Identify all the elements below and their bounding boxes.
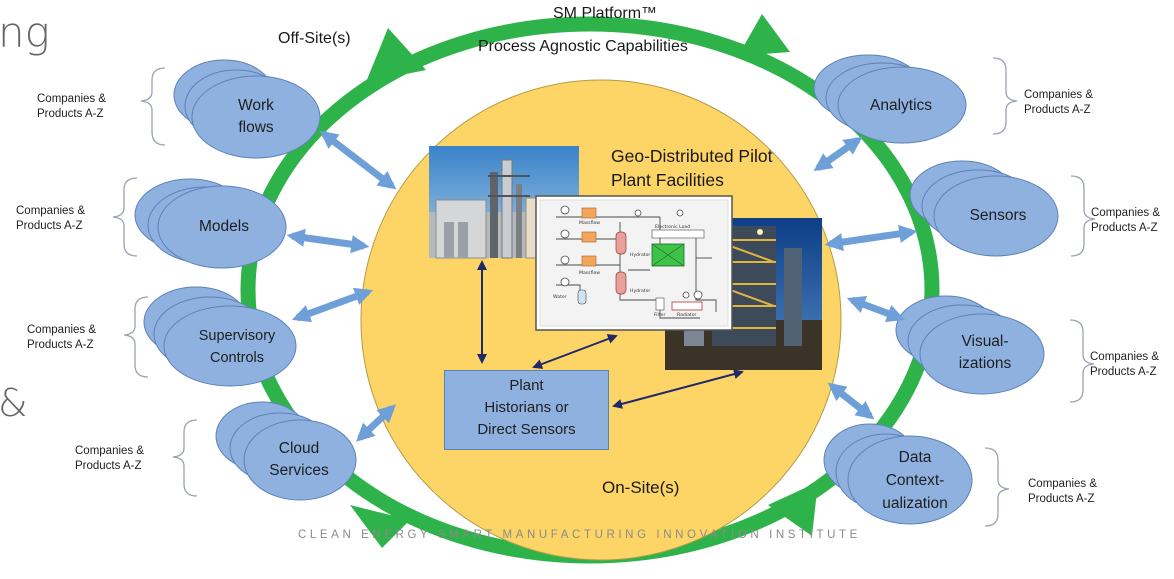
on-site-label: On-Site(s) [602,478,680,497]
schematic-label-radiator: Radiator [677,312,697,318]
schematic-label-filter: Filter [654,312,665,318]
off-site-label: Off-Site(s) [278,30,351,47]
data-contextualization-label: Data Context- ualization [865,446,965,515]
companies-line2: Products A-Z [1028,493,1095,505]
companies-caption-sensors: Companies & Products A-Z [1091,206,1160,236]
workflows-label-line1: Work [238,97,274,114]
schematic-label-hydrator-top: Hydrator [630,252,650,258]
companies-line1: Companies & [16,205,86,217]
node-supervisory-controls[interactable] [143,286,297,387]
context-label-line1: Data [898,449,932,466]
companies-caption-supervisory: Companies & Products A-Z [27,323,96,353]
node-visualizations[interactable] [895,295,1045,395]
center-title-line1: Geo-Distributed Pilot [611,146,773,166]
supervisory-controls-label: Supervisory Controls [182,325,292,369]
node-sensors[interactable] [909,160,1059,257]
supervisory-label-line1: Supervisory [198,328,276,344]
companies-line1: Companies & [1090,351,1160,363]
companies-caption-workflows: Companies & Products A-Z [37,92,106,122]
companies-line2: Products A-Z [16,220,83,232]
analytics-label: Analytics [856,95,946,117]
data-flow-arrows [477,260,744,409]
schematic-label-water: Water [553,294,567,300]
workflows-label: Work flows [216,95,296,139]
companies-line2: Products A-Z [27,339,94,351]
supervisory-label-line2: Controls [210,350,264,366]
companies-line2: Products A-Z [37,108,104,120]
cropped-heading-fragment: ng [0,8,50,57]
schematic-label-massflow-mid: Massflow [579,270,600,276]
schematic-label-electronic-load: Electronic Load [655,224,690,230]
pilot-plant-photo-left [429,146,579,259]
process-schematic: Massflow Massflow Hydrator Hydrator Elec… [535,195,733,331]
schematic-label-massflow-top: Massflow [579,220,600,226]
analytics-label-line1: Analytics [869,97,933,114]
models-label-line1: Models [199,218,249,235]
context-label-line3: ualization [882,495,948,512]
visualizations-label-line2: izations [958,355,1012,372]
node-cloud-services[interactable] [215,401,357,501]
cloud-services-label: Cloud Services [259,438,339,482]
context-label-line2: Context- [885,472,945,489]
companies-caption-visualizations: Companies & Products A-Z [1090,350,1159,380]
cloud-label-line2: Services [269,462,329,479]
historian-line3: Direct Sensors [477,421,576,438]
cropped-ampersand-fragment: & [0,381,28,425]
companies-line2: Products A-Z [1024,104,1091,116]
cloud-label-line1: Cloud [278,440,320,457]
brackets [112,57,1096,527]
companies-line1: Companies & [1028,478,1098,490]
companies-line2: Products A-Z [1090,366,1157,378]
node-data-contextualization[interactable] [823,423,973,525]
plant-historians-box[interactable]: Plant Historians or Direct Sensors [444,370,609,450]
node-workflows[interactable] [173,59,321,159]
companies-line1: Companies & [37,93,107,105]
platform-title: SM Platform™ [553,5,658,22]
capabilities-label: Process Agnostic Capabilities [478,38,688,55]
companies-caption-analytics: Companies & Products A-Z [1024,88,1093,118]
connector-arrows [286,130,918,442]
companies-line2: Products A-Z [75,460,142,472]
historian-line1: Plant [509,377,544,394]
companies-line1: Companies & [75,445,145,457]
ring-arrowheads [350,14,818,548]
models-label: Models [184,216,264,238]
historian-line2: Historians or [484,399,569,416]
visualizations-label: Visual- izations [940,331,1030,375]
companies-line1: Companies & [1024,89,1094,101]
node-models[interactable] [134,178,287,269]
footer-institute-name: CLEAN ENERGY SMART MANUFACTURING INNOVAT… [298,529,861,541]
companies-caption-models: Companies & Products A-Z [16,204,85,234]
center-title: Geo-Distributed Pilot Plant Facilities [611,144,772,192]
companies-caption-cloud: Companies & Products A-Z [75,444,144,474]
node-analytics[interactable] [813,54,967,144]
companies-caption-data-context: Companies & Products A-Z [1028,477,1097,507]
companies-line1: Companies & [1091,207,1161,219]
companies-line1: Companies & [27,324,97,336]
companies-line2: Products A-Z [1091,222,1158,234]
workflows-label-line2: flows [238,119,274,136]
sensors-label-line1: Sensors [969,207,1027,224]
schematic-label-hydrator-mid: Hydrator [630,288,650,294]
sensors-label: Sensors [953,205,1043,227]
visualizations-label-line1: Visual- [961,333,1009,350]
center-title-line2: Plant Facilities [611,170,724,190]
